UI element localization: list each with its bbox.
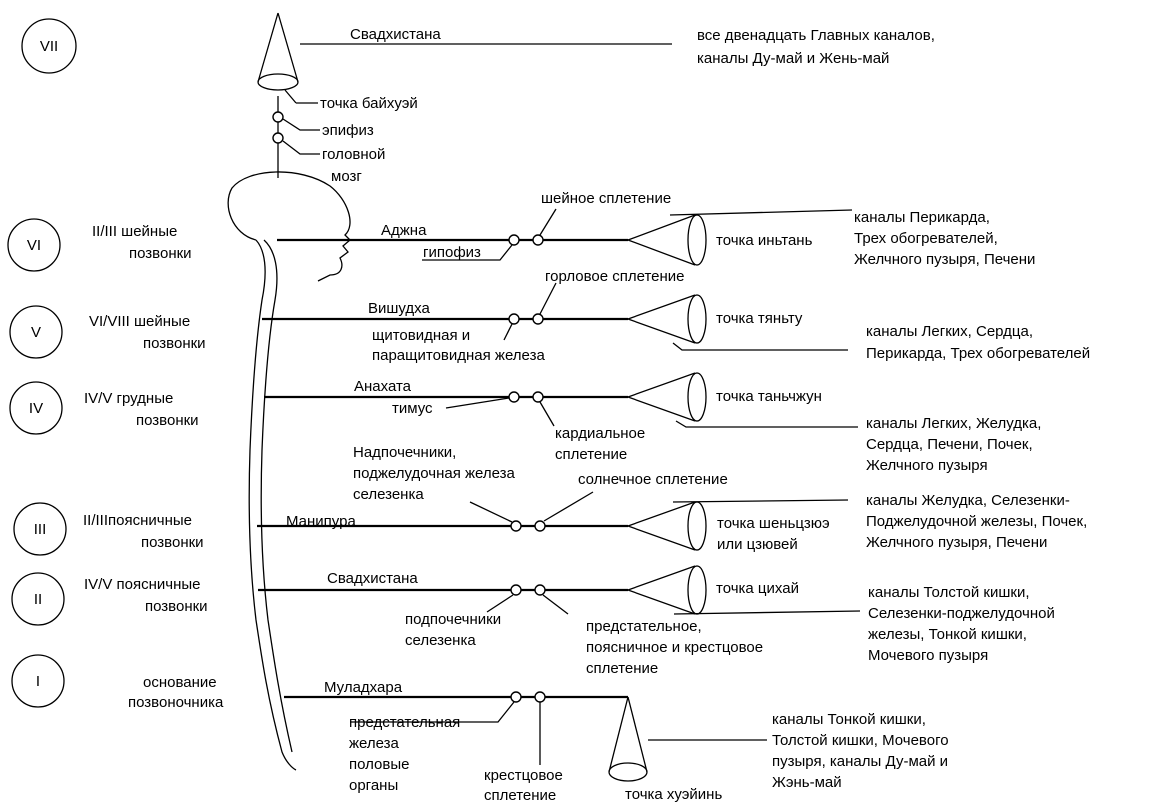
- chakra-ii-name: Свадхистана: [327, 570, 418, 587]
- channels-vii-line2: каналы Ду-май и Жень-май: [697, 50, 889, 67]
- channels-iv-line3: Желчного пузыря: [866, 457, 988, 474]
- point-iii-line1: точка шеньцзюэ: [717, 515, 830, 532]
- numeral-iii: III: [13, 502, 67, 556]
- channels-iv-line1: каналы Легких, Желудка,: [866, 415, 1041, 432]
- vertebra-iv-line2: позвонки: [136, 412, 199, 429]
- gland-ii-line1: подпочечники: [405, 611, 501, 628]
- numeral-ii: II: [11, 572, 65, 626]
- channels-ii-line3: железы, Тонкой кишки,: [868, 626, 1027, 643]
- crown-cone: [257, 12, 299, 91]
- plexus-ii-line3: сплетение: [586, 660, 658, 677]
- chakra-vii-name: Свадхистана: [350, 26, 441, 43]
- channels-ii-line2: Селезенки-поджелудочной: [868, 605, 1055, 622]
- point-iii-line2: или цзювей: [717, 536, 798, 553]
- gland-ii-line2: селезенка: [405, 632, 476, 649]
- chakra-vi-name: Аджна: [381, 222, 427, 239]
- point-iv: точка таньчжун: [716, 388, 822, 405]
- point-i: точка хуэйинь: [625, 786, 722, 802]
- channels-i-line2: Толстой кишки, Мочевого: [772, 732, 949, 749]
- vertebra-v-line1: VI/VIII шейные: [89, 313, 190, 330]
- label-brain-line2: мозг: [331, 168, 362, 185]
- gland-i-line2: железа: [349, 735, 400, 752]
- point-ii: точка цихай: [716, 580, 799, 597]
- channels-iii-line1: каналы Желудка, Селезенки-: [866, 492, 1070, 509]
- channels-v-line1: каналы Легких, Сердца,: [866, 323, 1033, 340]
- channels-iii-line2: Поджелудочной железы, Почек,: [866, 513, 1087, 530]
- vertebra-i-line1: основание: [143, 674, 217, 691]
- vertebra-ii-line2: позвонки: [145, 598, 208, 615]
- numeral-i: I: [11, 654, 65, 708]
- channels-iv-line2: Сердца, Печени, Почек,: [866, 436, 1033, 453]
- plexus-ii-line2: поясничное и крестцовое: [586, 639, 763, 656]
- point-vi: точка иньтань: [716, 232, 813, 249]
- channels-iii-line3: Желчного пузыря, Печени: [866, 534, 1047, 551]
- head-spine-silhouette: [227, 171, 351, 771]
- plexus-v: горловое сплетение: [545, 268, 685, 285]
- numeral-v: V: [9, 305, 63, 359]
- channels-v-line2: Перикарда, Трех обогревателей: [866, 345, 1090, 362]
- channels-vi-line1: каналы Перикарда,: [854, 209, 990, 226]
- cone-iii: [627, 501, 707, 551]
- numeral-vii: VII: [21, 18, 77, 74]
- gland-iv: тимус: [392, 400, 433, 417]
- point-baihui: точка байхуэй: [320, 95, 418, 112]
- channels-ii-line1: каналы Толстой кишки,: [868, 584, 1030, 601]
- plexus-i-line2: сплетение: [484, 787, 556, 802]
- svg-text:II: II: [34, 591, 42, 608]
- chakra-v-name: Вишудха: [368, 300, 431, 317]
- plexus-ii-line1: предстательное,: [586, 618, 702, 635]
- numeral-vi: VI: [7, 218, 61, 272]
- chakra-i-name: Муладхара: [324, 679, 403, 696]
- gland-i-line3: половые: [349, 756, 410, 773]
- cone-iv: [627, 372, 707, 422]
- svg-text:VII: VII: [40, 38, 58, 55]
- cone-v: [627, 294, 707, 344]
- vertebra-ii-line1: IV/V поясничные: [84, 576, 200, 593]
- gland-vi: гипофиз: [423, 244, 481, 261]
- vertebra-iii-line1: II/IIIпоясничные: [83, 512, 192, 529]
- plexus-vi: шейное сплетение: [541, 190, 671, 207]
- plexus-iii: солнечное сплетение: [578, 471, 728, 488]
- gland-v-line2: паращитовидная железа: [372, 347, 545, 364]
- gland-iii-line2: поджелудочная железа: [353, 465, 516, 482]
- plexus-iv-line2: сплетение: [555, 446, 627, 463]
- label-epiphysis: эпифиз: [322, 122, 374, 139]
- cone-vi: [627, 214, 707, 266]
- vertebra-v-line2: позвонки: [143, 335, 206, 352]
- label-brain-line1: головной: [322, 146, 385, 163]
- channels-i-line1: каналы Тонкой кишки,: [772, 711, 926, 728]
- gland-iii-line3: селезенка: [353, 486, 424, 503]
- gland-iii-line1: Надпочечники,: [353, 444, 456, 461]
- svg-text:VI: VI: [27, 237, 41, 254]
- channels-i-line3: пузыря, каналы Ду-май и: [772, 753, 948, 770]
- gland-i-line4: органы: [349, 777, 398, 794]
- cone-ii: [627, 565, 707, 615]
- plexus-iv-line1: кардиальное: [555, 425, 645, 442]
- channels-ii-line4: Мочевого пузыря: [868, 647, 988, 664]
- vertebra-iii-line2: позвонки: [141, 534, 204, 551]
- channels-vi-line3: Желчного пузыря, Печени: [854, 251, 1035, 268]
- point-v: точка тяньту: [716, 310, 803, 327]
- chakra-iii-name: Манипура: [286, 513, 356, 530]
- svg-text:III: III: [34, 521, 47, 538]
- channels-vii-line1: все двенадцать Главных каналов,: [697, 27, 935, 44]
- vertebra-iv-line1: IV/V грудные: [84, 390, 173, 407]
- svg-text:I: I: [36, 673, 40, 690]
- gland-v-line1: щитовидная и: [372, 327, 470, 344]
- svg-text:IV: IV: [29, 400, 43, 417]
- channels-i-line4: Жэнь-май: [772, 774, 842, 791]
- numeral-iv: IV: [9, 381, 63, 435]
- chakra-iv-name: Анахата: [354, 378, 412, 395]
- vertebra-vi-line2: позвонки: [129, 245, 192, 262]
- gland-i-line1: предстательная: [349, 714, 460, 731]
- channels-vi-line2: Трех обогревателей,: [854, 230, 998, 247]
- svg-text:V: V: [31, 324, 41, 341]
- vertebra-i-line2: позвоночника: [128, 694, 224, 711]
- plexus-i-line1: крестцовое: [484, 767, 563, 784]
- cone-i: [608, 696, 648, 782]
- vertebra-vi-line1: II/III шейные: [92, 223, 177, 240]
